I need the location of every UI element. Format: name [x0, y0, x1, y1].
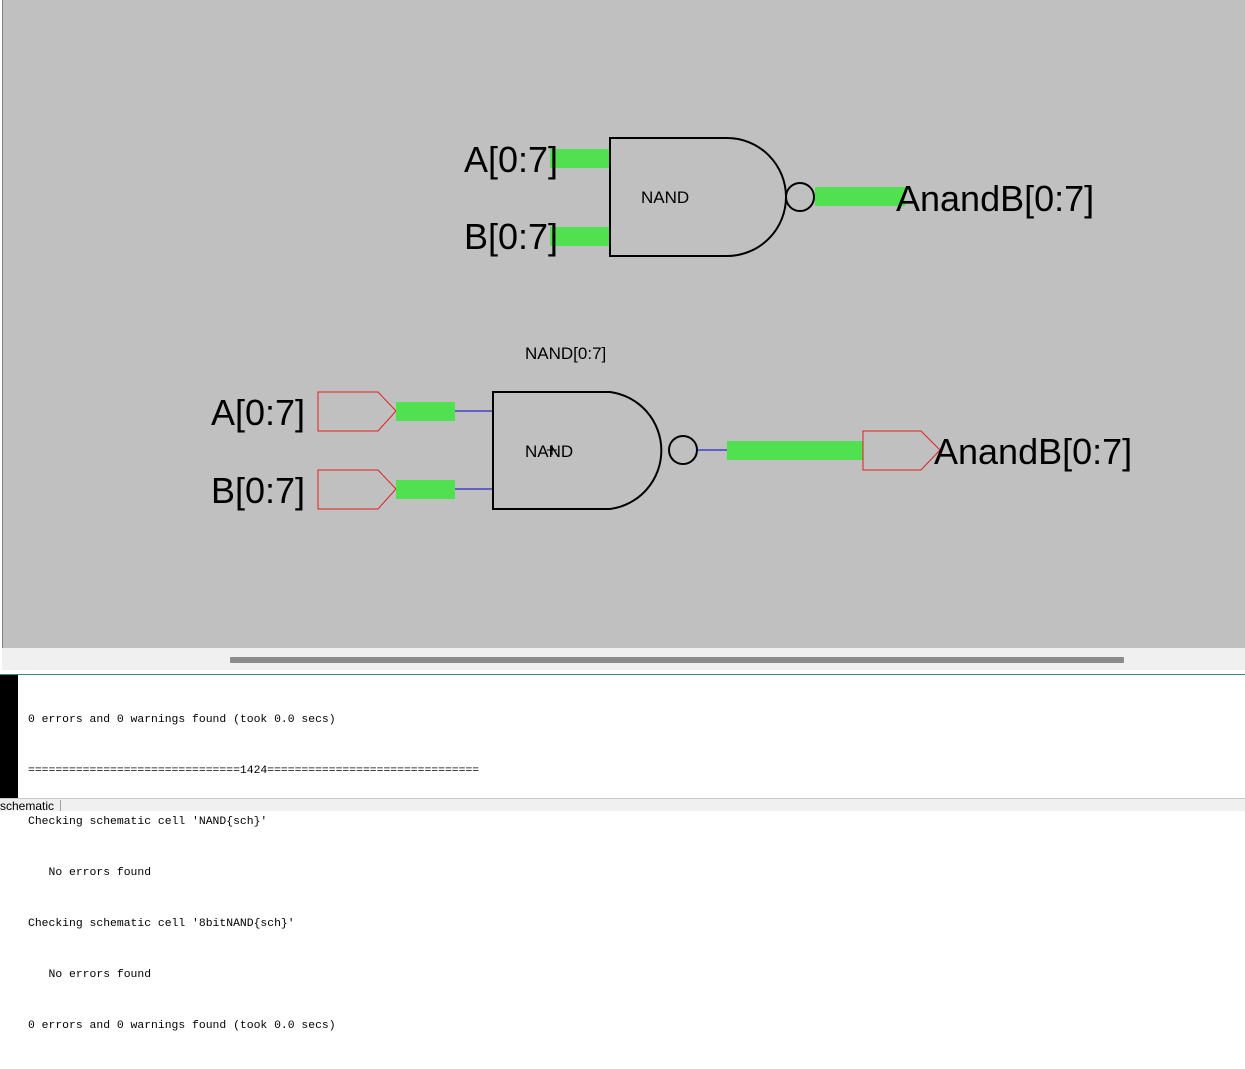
input-port-b[interactable]	[317, 469, 397, 510]
console-line: No errors found	[28, 867, 152, 879]
top-gate-body	[609, 137, 787, 257]
panel-divider[interactable]	[0, 670, 1245, 675]
top-input-a-bus	[550, 149, 610, 168]
bottom-input-b-bus	[396, 480, 455, 499]
output-port[interactable]	[862, 430, 941, 471]
console-line: ===============================1424=====…	[28, 765, 480, 777]
top-gate-label: NAND	[641, 188, 689, 207]
top-input-a-label: A[0:7]	[464, 139, 558, 180]
console-line: No errors found	[28, 969, 152, 981]
horizontal-scrollbar[interactable]	[2, 648, 1245, 670]
bottom-inversion-bubble	[668, 435, 698, 465]
top-input-b-label: B[0:7]	[464, 216, 558, 257]
bottom-input-a-bus	[396, 402, 455, 421]
bottom-input-b-label: B[0:7]	[211, 470, 305, 511]
status-bar: schematic	[0, 798, 1245, 813]
bottom-output-label: AnandB[0:7]	[934, 431, 1132, 472]
bottom-nand-gate[interactable]: NAND[0:7] NAND A[0:7] B[0:7] AnandB[0	[211, 344, 1132, 511]
top-output-bus	[815, 187, 905, 206]
bottom-gate-label: NAND	[525, 442, 573, 461]
schematic-canvas[interactable]: NAND A[0:7] B[0:7] AnandB[0:7] NAND[0:7]	[2, 0, 1245, 648]
console-gutter	[0, 675, 18, 798]
top-output-label: AnandB[0:7]	[896, 178, 1094, 219]
console-line: 0 errors and 0 warnings found (took 0.0 …	[28, 1020, 336, 1032]
top-nand-gate[interactable]: NAND A[0:7] B[0:7] AnandB[0:7]	[464, 137, 1094, 257]
console-line: Checking schematic cell '8bitNAND{sch}'	[28, 918, 295, 930]
bottom-input-a-label: A[0:7]	[211, 392, 305, 433]
top-inversion-bubble	[785, 182, 815, 212]
scrollbar-thumb[interactable]	[230, 657, 1124, 663]
tab-schematic[interactable]: schematic	[0, 800, 62, 813]
top-input-b-bus	[550, 227, 610, 246]
input-port-a[interactable]	[317, 391, 397, 432]
console-line: Checking schematic cell 'NAND{sch}'	[28, 816, 268, 828]
console-line: 0 errors and 0 warnings found (took 0.0 …	[28, 714, 336, 726]
bottom-gate-body	[492, 391, 663, 510]
messages-console[interactable]: 0 errors and 0 warnings found (took 0.0 …	[0, 675, 1245, 1032]
instance-name-label: NAND[0:7]	[525, 344, 606, 363]
schematic-drawing: NAND A[0:7] B[0:7] AnandB[0:7] NAND[0:7]	[211, 137, 1132, 511]
console-output: 0 errors and 0 warnings found (took 0.0 …	[28, 678, 479, 1069]
bottom-output-bus	[727, 441, 863, 460]
